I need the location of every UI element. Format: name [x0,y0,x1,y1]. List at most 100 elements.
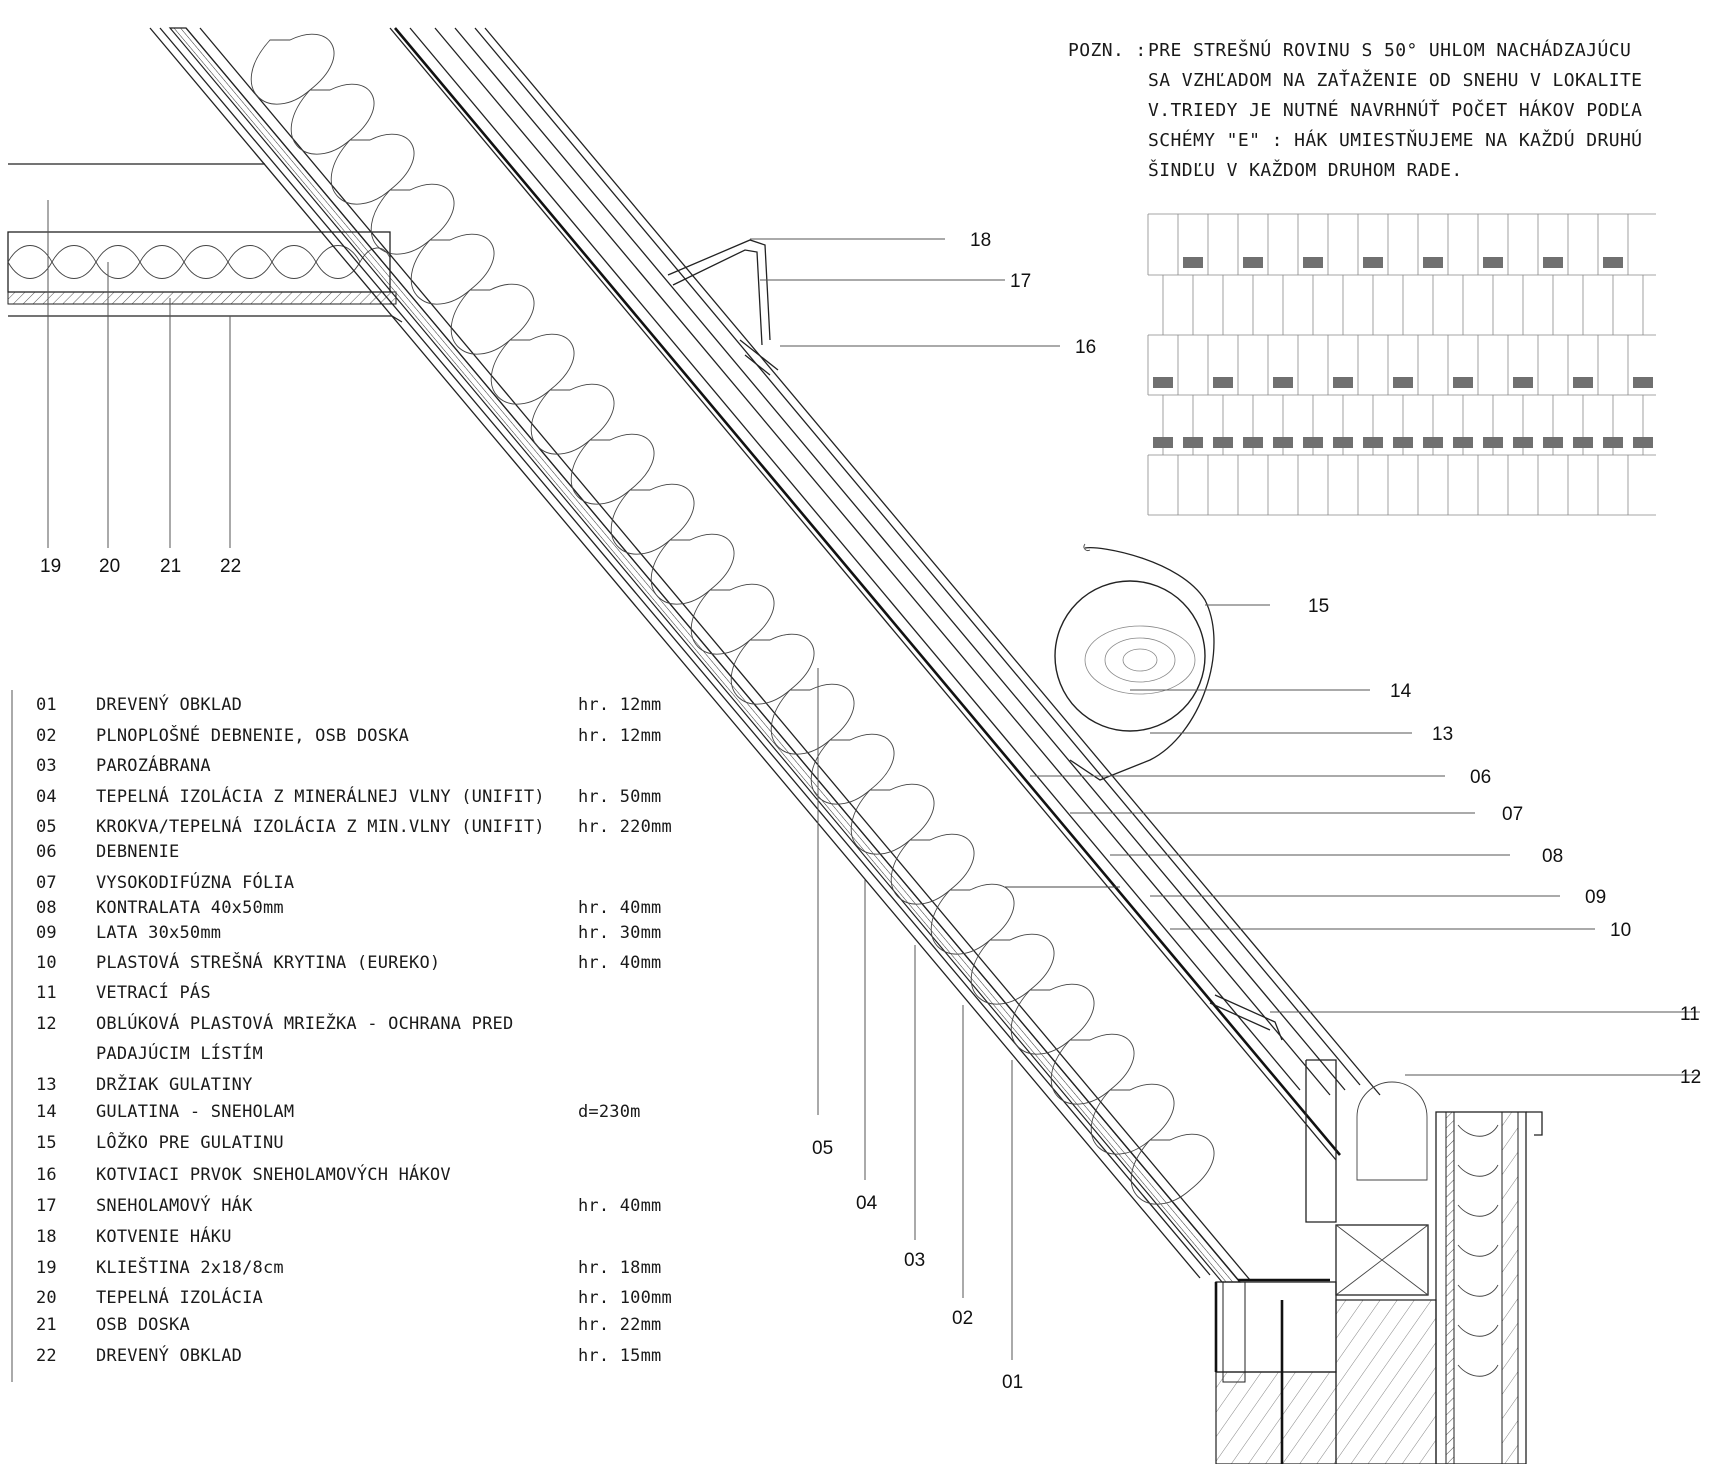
legend-code: 06 [36,842,57,862]
legend-label: VYSOKODIFÚZNA FÓLIA [96,871,294,893]
hook-marker [1183,257,1203,268]
hook-marker [1243,437,1263,448]
hook-marker [1363,437,1383,448]
hook-marker [1603,257,1623,268]
note-line-4: SCHÉMY "E" : HÁK UMIESTŇUJEME NA KAŽDÚ D… [1148,129,1642,151]
note-line-1: PRE STREŠNÚ ROVINU S 50° UHLOM NACHÁDZAJ… [1148,39,1631,61]
hook-marker [1483,257,1503,268]
legend-label: KONTRALATA 40x50mm [96,898,284,918]
hook-marker [1333,437,1353,448]
callout-08: 08 [1542,846,1563,867]
legend-thickness: hr. 50mm [578,787,661,807]
legend-code: 04 [36,787,57,807]
legend-thickness: hr. 40mm [578,1196,661,1216]
legend-label: VETRACÍ PÁS [96,981,211,1003]
hook-marker [1633,437,1653,448]
hook-marker [1153,437,1173,448]
legend-code: 05 [36,817,57,837]
legend-label: OBLÚKOVÁ PLASTOVÁ MRIEŽKA - OCHRANA PRED [96,1012,513,1034]
legend-thickness: hr. 100mm [578,1288,672,1308]
eave-and-wall [1214,1059,1543,1464]
legend-thickness: hr. 40mm [578,898,661,918]
legend-code: 20 [36,1288,57,1308]
hook-marker [1213,377,1233,388]
snow-hook-upper [667,239,779,376]
roof-layers [149,27,1381,1283]
legend-code: 02 [36,726,57,746]
legend-code: 07 [36,873,57,893]
legend-code: 21 [36,1315,57,1335]
hook-marker [1153,377,1173,388]
hook-marker [1393,437,1413,448]
callout-20: 20 [99,556,120,577]
hook-marker [1633,377,1653,388]
callout-09: 09 [1585,887,1606,908]
note-line-3: V.TRIEDY JE NUTNÉ NAVRHNÚŤ POČET HÁKOV P… [1148,99,1642,121]
hook-marker [1453,377,1473,388]
hook-marker [1303,437,1323,448]
hook-marker [1513,377,1533,388]
legend-code: 09 [36,923,57,943]
callout-01: 01 [1002,1372,1023,1393]
legend-label: LATA 30x50mm [96,923,221,943]
hook-marker [1363,257,1383,268]
hook-marker [1333,377,1353,388]
hook-marker [1573,377,1593,388]
legend-label: PAROZÁBRANA [96,754,211,776]
hook-marker [1273,377,1293,388]
hook-marker [1273,437,1293,448]
callout-11: 11 [1680,1004,1700,1025]
callout-12: 12 [1680,1067,1701,1088]
legend-label: DRŽIAK GULATINY [96,1073,253,1095]
callout-05: 05 [812,1138,833,1159]
callout-22: 22 [220,556,241,577]
legend-code: 11 [36,983,57,1003]
legend-code: 22 [36,1346,57,1366]
note-block: POZN. : PRE STREŠNÚ ROVINU S 50° UHLOM N… [1068,39,1642,181]
legend-label: TEPELNÁ IZOLÁCIA Z MINERÁLNEJ VLNY (UNIF… [96,785,545,807]
legend-label: KROKVA/TEPELNÁ IZOLÁCIA Z MIN.VLNY (UNIF… [96,815,545,837]
ceiling-assembly [7,163,403,323]
hook-marker [1183,437,1203,448]
legend-thickness: hr. 12mm [578,726,661,746]
legend-label: DREVENÝ OBKLAD [96,693,242,715]
legend-code: 13 [36,1075,57,1095]
callout-13: 13 [1432,724,1453,745]
legend-thickness: hr. 30mm [578,923,661,943]
legend-code: 10 [36,953,57,973]
snow-log [1054,543,1215,781]
legend-thickness: hr. 22mm [578,1315,661,1335]
legend-thickness: hr. 220mm [578,817,672,837]
hook-marker [1423,437,1443,448]
hook-marker [1303,257,1323,268]
legend-code: 08 [36,898,57,918]
legend-label: KLIEŠTINA 2x18/8cm [96,1256,284,1278]
legend-label: DREVENÝ OBKLAD [96,1344,242,1366]
legend-label: PADAJÚCIM LÍSTÍM [96,1042,263,1064]
callout-10: 10 [1610,920,1631,941]
hook-marker [1573,437,1593,448]
legend-thickness: hr. 12mm [578,695,661,715]
hook-marker [1423,257,1443,268]
shingle-scheme-grid [1147,213,1656,516]
callout-18: 18 [970,230,991,251]
hook-marker [1393,377,1413,388]
legend-thickness: hr. 40mm [578,953,661,973]
hook-marker [1483,437,1503,448]
legend-code: 16 [36,1165,57,1185]
callout-21: 21 [160,556,181,577]
note-line-2: SA VZHĽADOM NA ZAŤAŽENIE OD SNEHU V LOKA… [1148,69,1642,91]
legend-label: OSB DOSKA [96,1315,190,1335]
legend-label: TEPELNÁ IZOLÁCIA [96,1286,263,1308]
legend-label: PLNOPLOŠNÉ DEBNENIE, OSB DOSKA [96,724,409,746]
note-line-5: ŠINDĽU V KAŽDOM DRUHOM RADE. [1148,159,1463,181]
hook-marker [1243,257,1263,268]
callout-19: 19 [40,556,61,577]
callout-06: 06 [1470,767,1491,788]
hook-marker [1453,437,1473,448]
legend-code: 15 [36,1133,57,1153]
hook-marker [1603,437,1623,448]
legend-code: 12 [36,1014,57,1034]
legend-code: 19 [36,1258,57,1278]
